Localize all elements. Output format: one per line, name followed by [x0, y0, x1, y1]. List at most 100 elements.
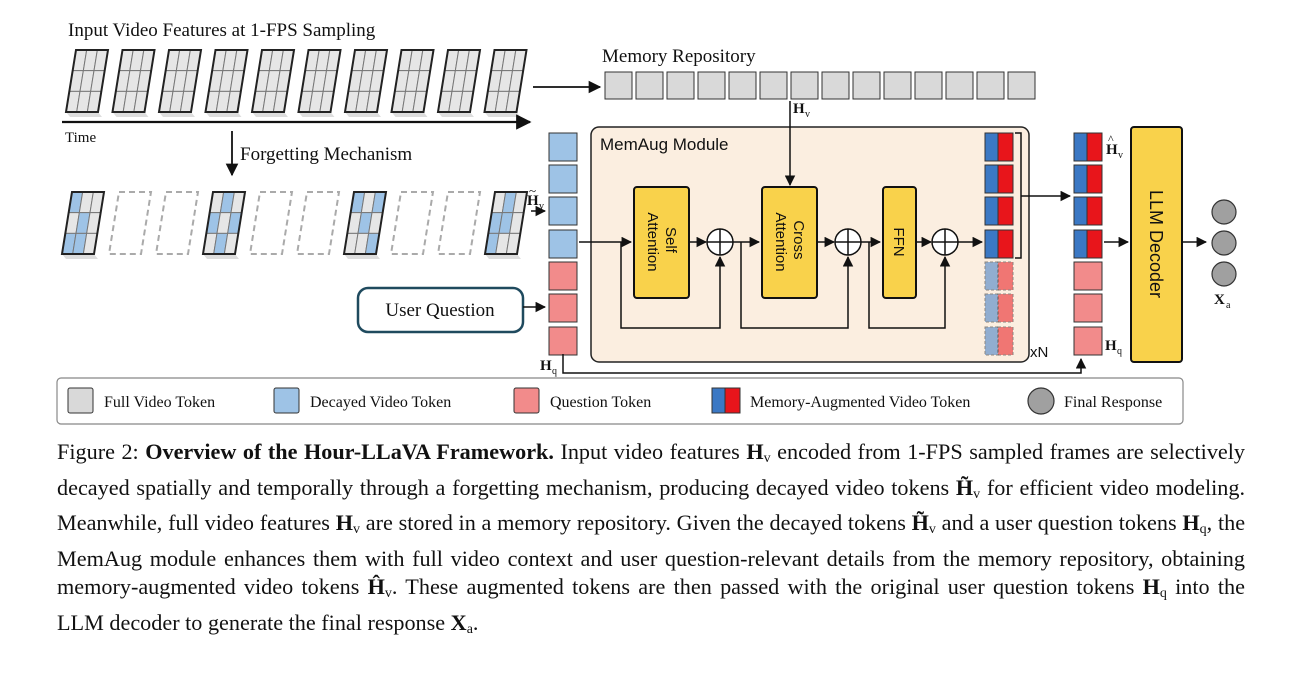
time-label: Time — [65, 130, 96, 146]
memory-cell — [1007, 71, 1036, 100]
svg-text:~: ~ — [529, 183, 536, 198]
framework-diagram: Input Video Features at 1-FPS Sampling T… — [56, 20, 1237, 425]
dropped-frame — [295, 191, 341, 255]
cross-attention-text-2: Attention — [772, 212, 789, 271]
sym-h-v-1: Hv — [746, 439, 771, 466]
llm-decoder-text: LLM Decoder — [1146, 190, 1166, 298]
decayed-frame — [201, 191, 247, 259]
input-frame — [343, 49, 389, 117]
input-frame — [157, 49, 203, 117]
x-a-label: X a — [1214, 292, 1231, 311]
h-q-label-input: H q — [540, 358, 557, 377]
memaug-token — [984, 132, 1014, 162]
legend-question-label: Question Token — [550, 394, 651, 411]
legend-memaug-swatch — [711, 387, 741, 414]
memory-cell — [666, 71, 695, 100]
legend-response-label: Final Response — [1064, 394, 1162, 411]
decayed-frame — [60, 191, 106, 259]
caption-text-4: are stored in a memory repository. Given… — [365, 510, 906, 536]
memory-cell — [728, 71, 757, 100]
input-frame — [483, 49, 528, 117]
h-v-memory-label: H v — [793, 101, 810, 120]
dropped-frame — [436, 191, 482, 255]
svg-text:^: ^ — [1108, 132, 1114, 146]
memory-cell — [976, 71, 1005, 100]
svg-text:H: H — [1106, 142, 1118, 158]
caption-text-3: for efficient video modeling. Meanwhile,… — [57, 474, 1246, 536]
dropped-frame — [248, 191, 294, 255]
user-question-label: User Question — [385, 300, 495, 321]
legend-full-label: Full Video Token — [104, 394, 215, 411]
caption-text-8: into the LLM decoder to generate the fin… — [57, 574, 1245, 635]
memory-cell — [945, 71, 974, 100]
input-frame — [64, 49, 110, 117]
sym-h-hat-v: Ĥv — [367, 574, 392, 602]
memaug-token — [984, 196, 1014, 226]
sym-h-v-2: Hv — [335, 510, 360, 538]
memory-cell — [914, 71, 943, 100]
legend-decayed-label: Decayed Video Token — [310, 394, 451, 411]
figure-caption: Figure 2: Overview of the Hour-LLaVA Fra… — [57, 438, 1245, 645]
memory-cell — [604, 71, 633, 100]
memory-cell — [635, 71, 664, 100]
memaug-token — [984, 261, 1014, 291]
decayed-frame — [483, 191, 529, 259]
memaug-token — [984, 164, 1014, 194]
final-question-token — [1073, 261, 1103, 291]
legend-memaug-label: Memory-Augmented Video Token — [750, 394, 970, 411]
svg-text:Cross Attention: Cross Attention — [772, 212, 807, 271]
decayed-frame — [342, 191, 388, 259]
svg-text:H: H — [527, 193, 539, 209]
sym-h-tilde-v-2: H̃v — [911, 510, 936, 538]
dropped-frame — [389, 191, 435, 255]
svg-text:a: a — [1226, 300, 1231, 311]
dropped-frame — [154, 191, 200, 255]
svg-text:H: H — [793, 101, 805, 117]
memory-cell — [759, 71, 788, 100]
memory-repository-label: Memory Repository — [602, 46, 756, 67]
final-question-token — [1073, 326, 1103, 356]
final-memaug-token — [1073, 229, 1103, 259]
memaug-module-label: MemAug Module — [600, 135, 729, 154]
sym-h-q-2: Hq — [1142, 574, 1167, 602]
legend-decayed-swatch — [273, 387, 300, 414]
svg-text:q: q — [552, 366, 557, 377]
final-question-token — [1073, 293, 1103, 323]
llm-decoder-block — [1130, 126, 1183, 363]
question-token — [548, 261, 578, 291]
input-frame — [111, 49, 156, 117]
memory-cell — [821, 71, 850, 100]
ffn-text: FFN — [890, 227, 907, 256]
h-hat-v-label: H ^ v — [1106, 132, 1123, 161]
input-features-label: Input Video Features at 1-FPS Sampling — [68, 20, 376, 41]
input-frame — [297, 49, 342, 117]
response-token-3 — [1211, 261, 1237, 287]
user-question-box — [356, 286, 525, 334]
svg-text:Self Attention: Self Attention — [644, 212, 679, 271]
final-memaug-token — [1073, 196, 1103, 226]
sym-h-q-1: Hq — [1182, 510, 1207, 538]
h-tilde-v-label: H ~ v — [527, 183, 544, 212]
legend-full-swatch — [67, 387, 94, 414]
legend-question-swatch — [513, 387, 540, 414]
memaug-token — [984, 326, 1014, 356]
decayed-frames — [60, 191, 529, 259]
self-attention-text: Self — [662, 227, 679, 254]
repeat-label: xN — [1030, 344, 1048, 361]
caption-figure-label: Figure 2: — [57, 439, 139, 464]
memory-cell — [697, 71, 726, 100]
final-token-column — [1073, 132, 1103, 356]
svg-text:q: q — [1117, 346, 1122, 357]
final-memaug-token — [1073, 132, 1103, 162]
memaug-token — [984, 229, 1014, 259]
input-frame — [390, 49, 435, 117]
decayed-token — [548, 196, 578, 226]
question-token — [548, 326, 578, 356]
memory-cell — [852, 71, 881, 100]
decayed-token — [548, 229, 578, 259]
caption-text-9: . — [472, 609, 479, 635]
sym-x-a: Xa — [450, 609, 473, 637]
forgetting-mechanism-label: Forgetting Mechanism — [240, 144, 412, 165]
h-q-label-output: H q — [1105, 338, 1122, 357]
svg-text:H: H — [540, 358, 552, 374]
